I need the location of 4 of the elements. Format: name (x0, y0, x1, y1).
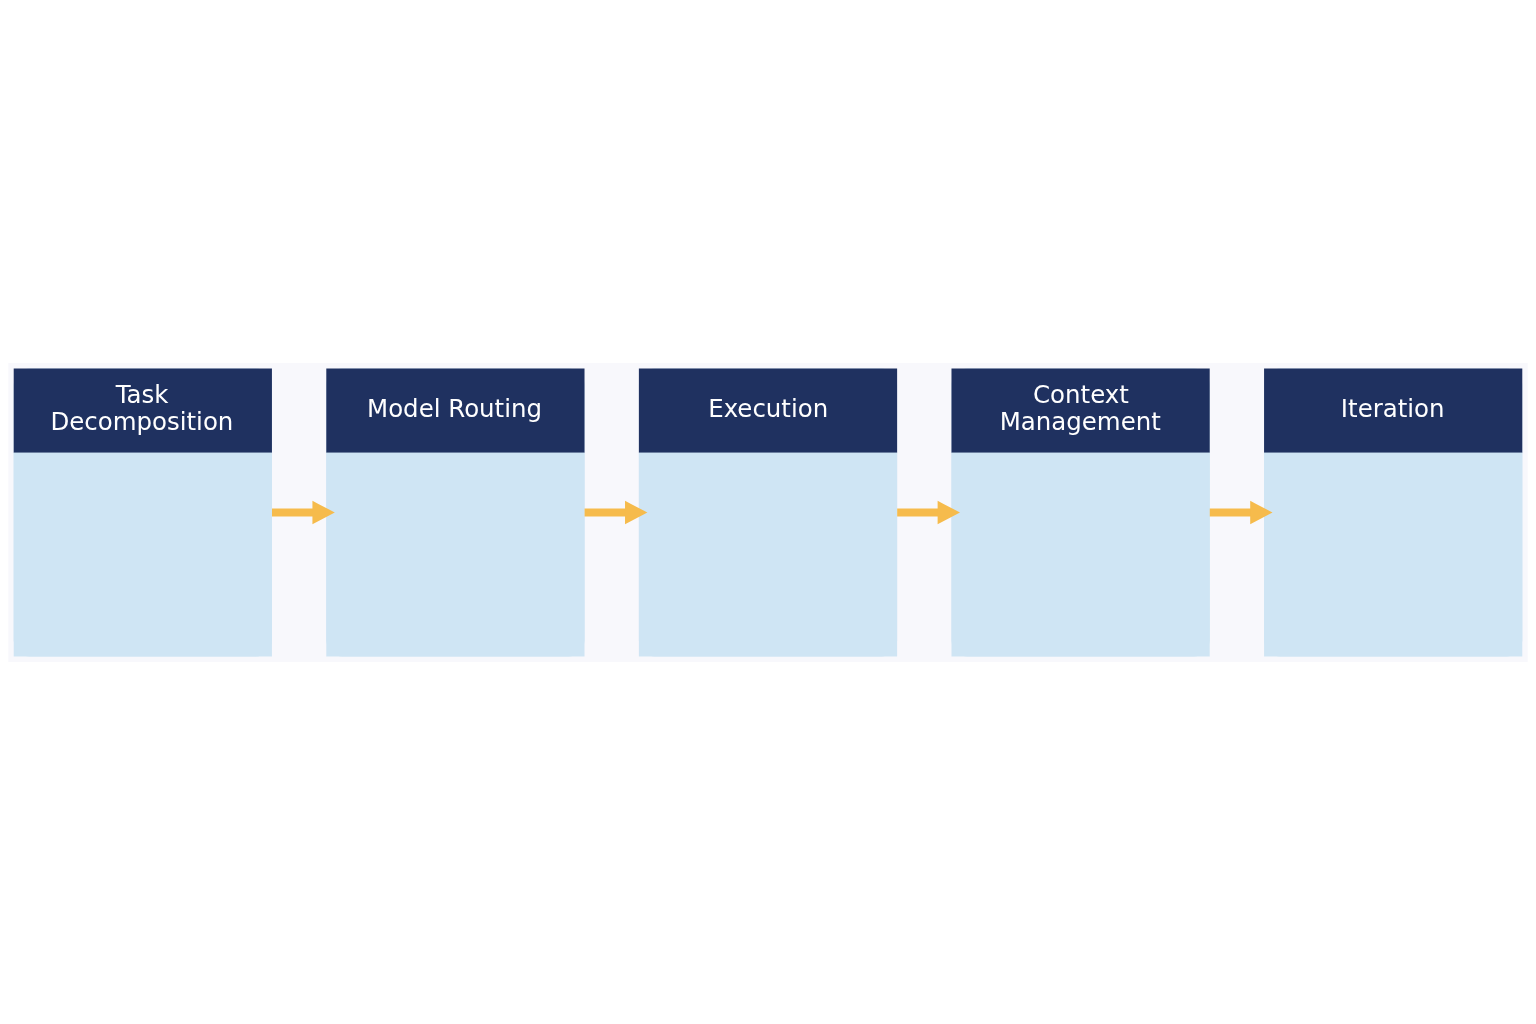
arrow (584, 500, 648, 524)
arrow (272, 500, 335, 524)
arrow (1209, 500, 1273, 524)
arrow (897, 500, 960, 524)
